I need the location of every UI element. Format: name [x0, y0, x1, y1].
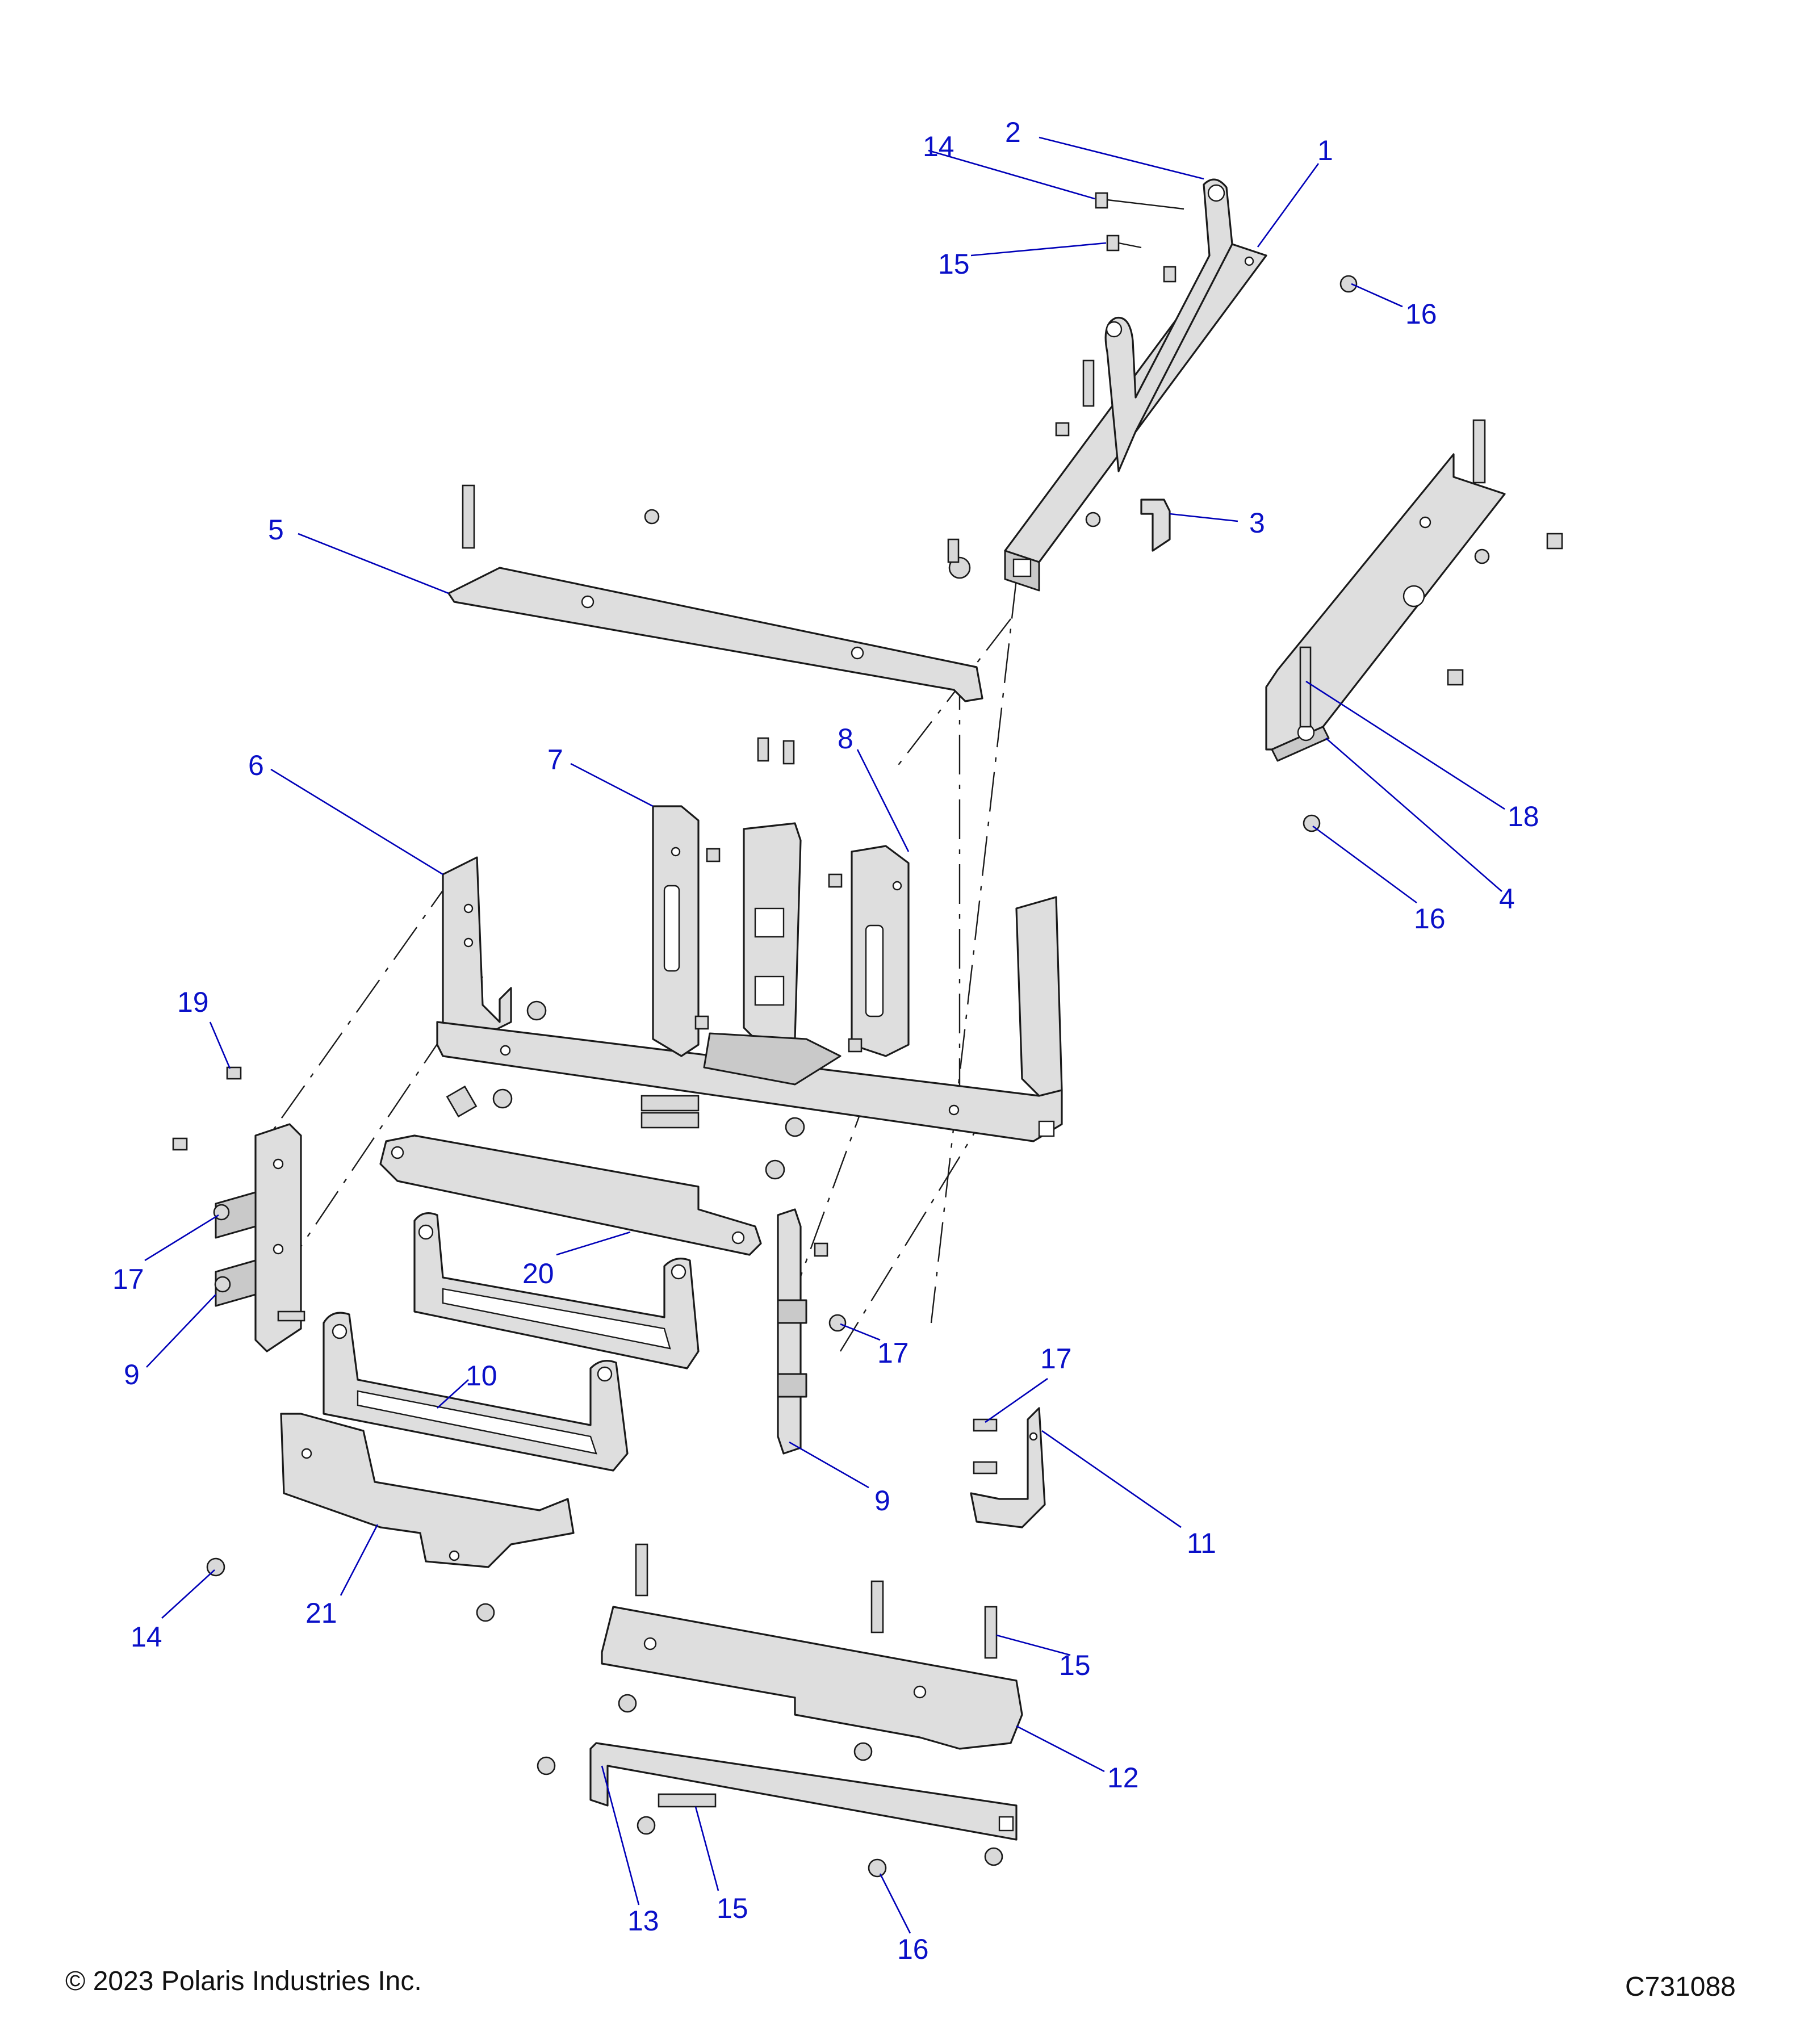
- callout-6: 6: [248, 749, 264, 781]
- callout-13: 13: [627, 1905, 659, 1937]
- callout-10: 10: [466, 1360, 497, 1392]
- part-8-vertical-plate: [851, 845, 910, 1057]
- callout-11: 11: [1187, 1527, 1216, 1559]
- callout-16-top: 16: [1405, 298, 1437, 330]
- callout-9-left: 9: [124, 1359, 140, 1390]
- part-10-shim-frame: [323, 1312, 629, 1472]
- callout-17-right: 17: [1040, 1343, 1072, 1375]
- callout-17-center: 17: [877, 1337, 909, 1369]
- part-4-side-rail: [1265, 453, 1506, 762]
- callout-4: 4: [1499, 883, 1515, 915]
- part-3-small-bracket: [1140, 499, 1171, 552]
- part-11-l-bracket: [970, 1407, 1046, 1528]
- callout-16-mid: 16: [1414, 903, 1446, 935]
- part-9-left-plate: [215, 1123, 302, 1352]
- part-6-left-upright: [442, 856, 512, 1034]
- callout-9-right: 9: [874, 1485, 890, 1517]
- callout-12: 12: [1107, 1762, 1139, 1794]
- part-12-lower-angle-bar: [601, 1606, 1023, 1750]
- part-5-angle-bar: [447, 567, 983, 702]
- callout-3: 3: [1249, 507, 1265, 539]
- callout-16-bottom: 16: [897, 1933, 929, 1965]
- part-9-right-plate: [777, 1208, 807, 1455]
- callout-8: 8: [838, 723, 853, 755]
- callout-14-bottom: 14: [131, 1621, 162, 1653]
- part-shim-frame-upper: [413, 1212, 700, 1369]
- callout-2: 2: [1005, 116, 1021, 148]
- fasteners: [172, 192, 1563, 1878]
- callout-20: 20: [522, 1258, 554, 1289]
- callout-18: 18: [1508, 801, 1539, 832]
- callout-5: 5: [268, 514, 284, 546]
- leader-lines: [144, 136, 1505, 1934]
- figure-id: C731088: [1625, 1972, 1736, 2002]
- callout-15-right: 15: [1059, 1649, 1091, 1681]
- part-2-bracket: [1104, 178, 1233, 472]
- center-receiver-mount: [703, 822, 841, 1086]
- callout-labels: 1 2 3 4 5 6 7 8 9 9 10 11 12 13 14 14 15…: [112, 116, 1539, 1965]
- callout-1: 1: [1317, 135, 1333, 166]
- callout-15-top: 15: [938, 248, 970, 280]
- callout-19: 19: [177, 986, 209, 1018]
- part-21-lower-bracket: [280, 1413, 575, 1568]
- part-20-spacer-bar: [379, 1134, 762, 1256]
- callout-17-left: 17: [112, 1263, 144, 1295]
- callout-7: 7: [547, 744, 563, 776]
- callout-14-top: 14: [923, 131, 954, 162]
- part-7-vertical-plate: [652, 805, 700, 1057]
- main-crossmember-frame: [436, 896, 1063, 1142]
- copyright-notice: © 2023 Polaris Industries Inc.: [65, 1966, 422, 1996]
- callout-21: 21: [305, 1597, 337, 1629]
- callout-15-lower: 15: [717, 1892, 748, 1924]
